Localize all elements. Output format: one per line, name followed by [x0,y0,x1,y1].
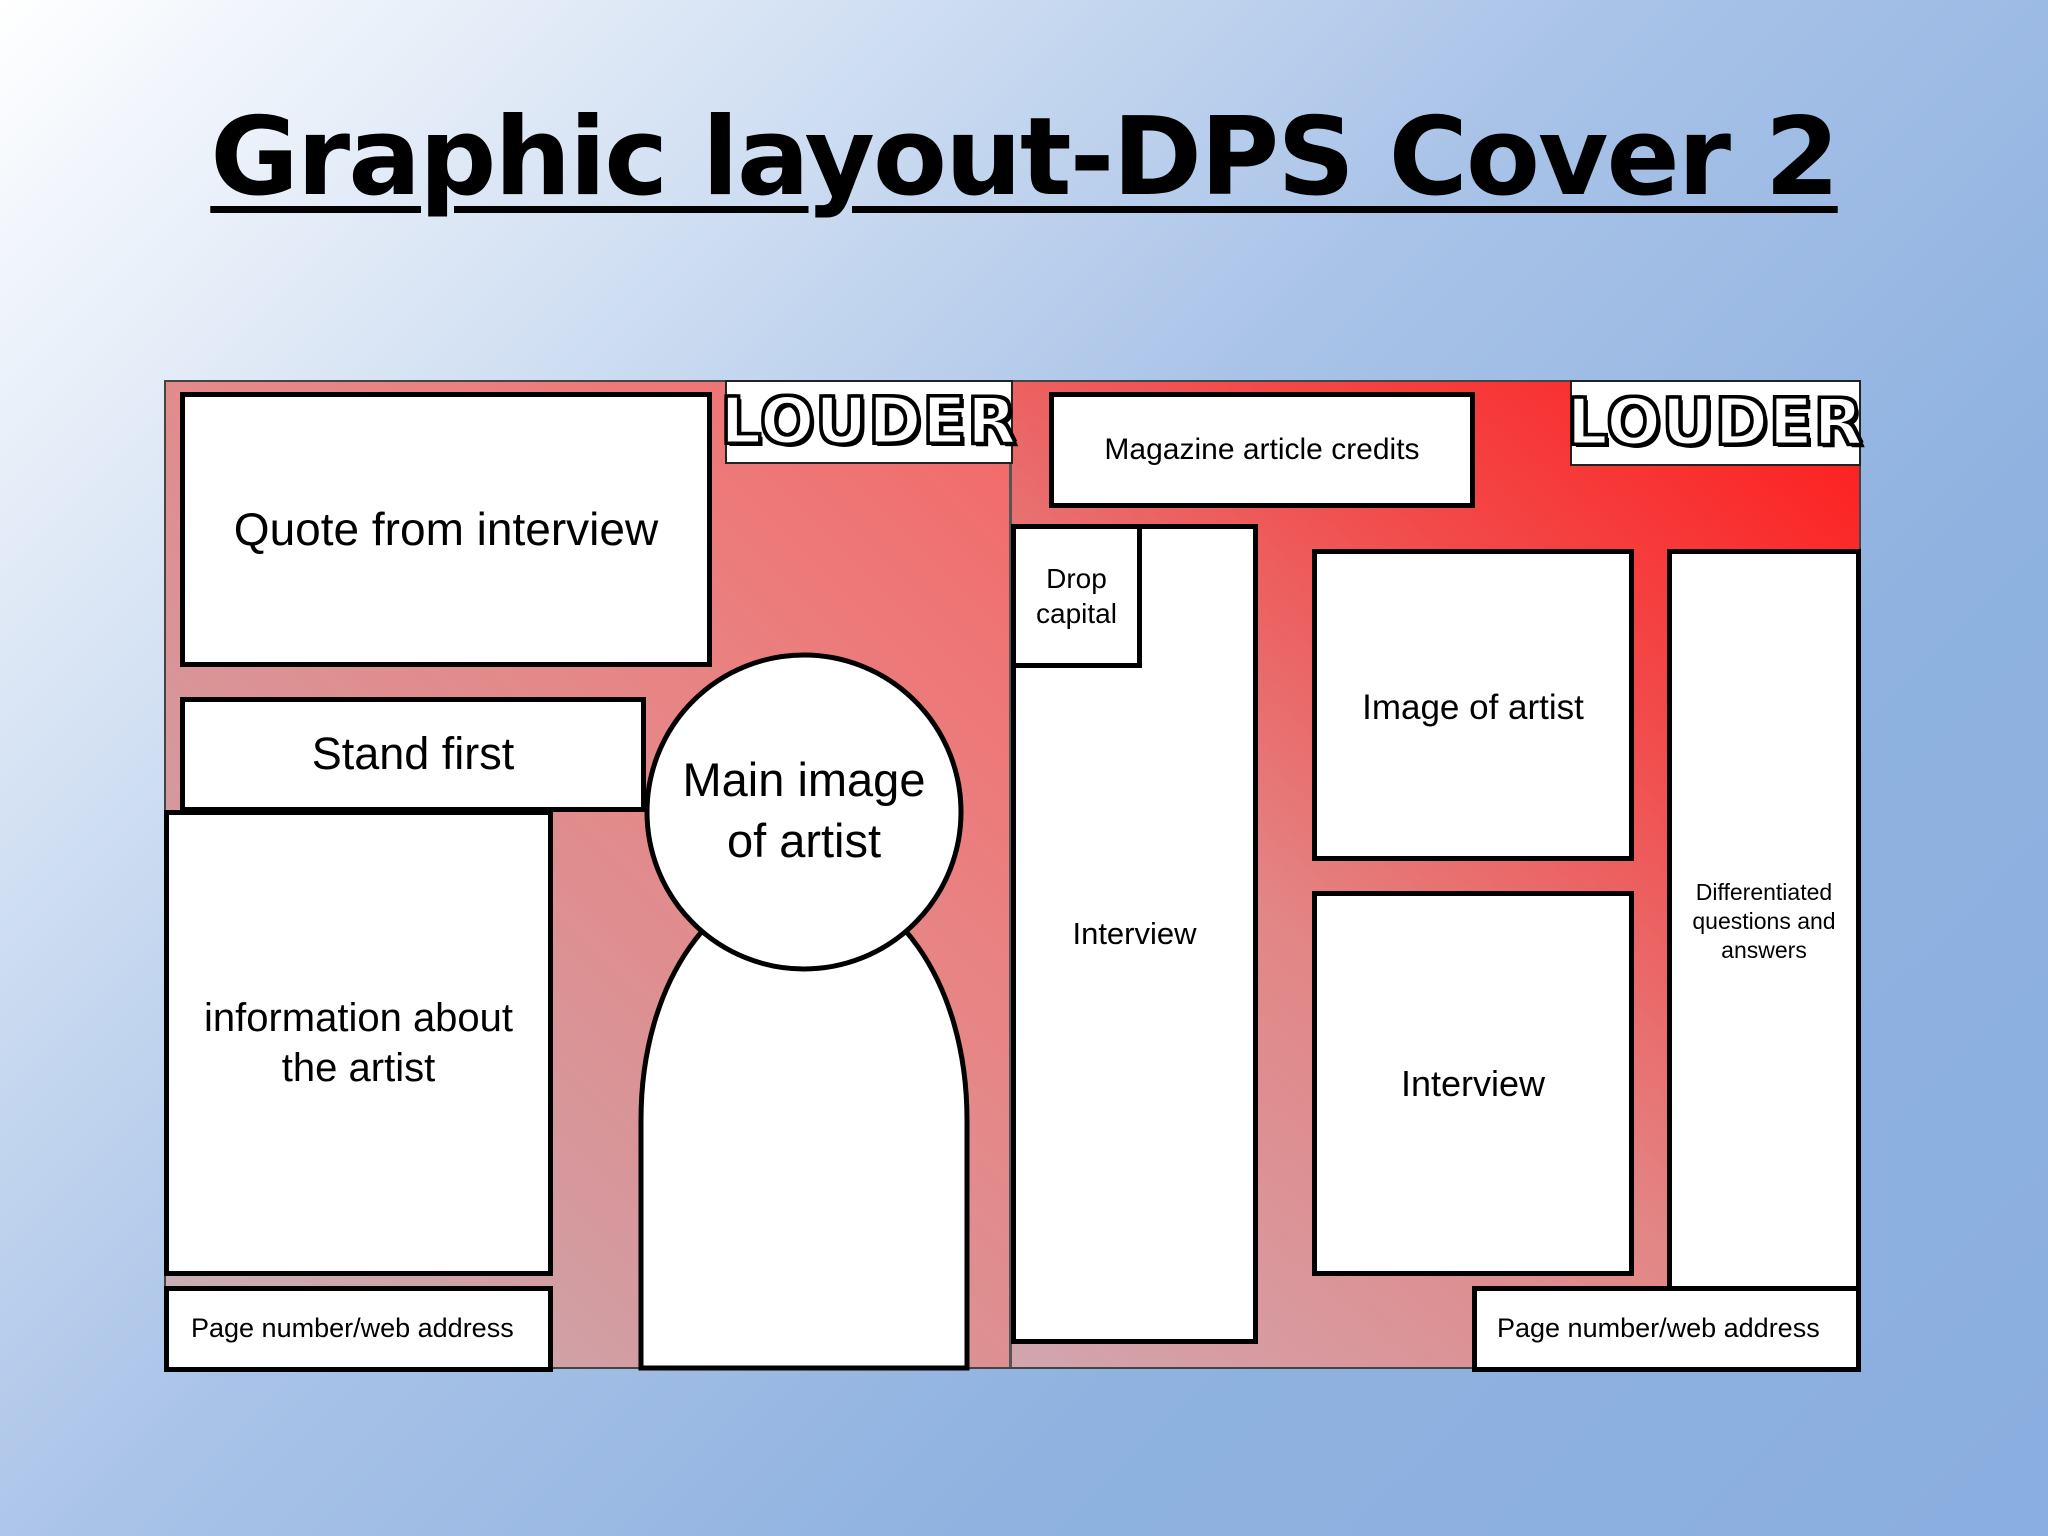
artist-info-box: information about the artist [164,810,553,1276]
article-credits-box: Magazine article credits [1049,392,1475,508]
page-spine [1009,382,1012,1367]
figure-head-shape [644,652,964,972]
louder-logo-right: LOUDER [1566,380,1865,466]
louder-logo-left: LOUDER [719,380,1018,464]
quote-box: Quote from interview [180,392,712,667]
main-image-figure [638,652,970,1371]
page-number-left: Page number/web address [164,1286,553,1372]
stand-first-box: Stand first [180,697,646,812]
drop-capital-box: Drop capital [1011,524,1142,668]
artist-image-box: Image of artist [1312,549,1634,861]
main-image-label: Main image of artist [682,752,926,867]
differentiated-qa-box: Differentiated questions and answers [1667,549,1861,1294]
page-number-right: Page number/web address [1472,1286,1861,1372]
slide-title: Graphic layout-DPS Cover 2 [210,95,1839,220]
interview-box: Interview [1312,891,1634,1276]
